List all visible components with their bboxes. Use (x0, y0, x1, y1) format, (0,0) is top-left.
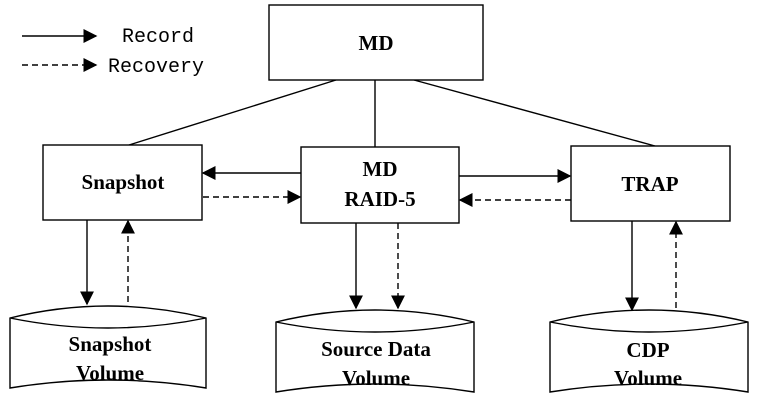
snapshot-node: Snapshot (42, 144, 203, 221)
md-label: MD (359, 31, 394, 55)
md-to-snapshot-line (128, 79, 337, 146)
legend-record-label: Record (122, 26, 194, 49)
horizontal-arrows (201, 166, 572, 207)
source-data-volume-label-line2: Volume (342, 366, 410, 390)
cdp-volume-node: CDP Volume (549, 309, 749, 393)
trap-node: TRAP (570, 145, 731, 222)
md-raid5-label-line2: RAID-5 (344, 187, 415, 211)
trap-label: TRAP (621, 172, 678, 196)
md-connectors (128, 79, 656, 147)
vertical-arrows (80, 219, 683, 312)
md-node: MD (268, 4, 484, 81)
snapshot-label: Snapshot (82, 170, 165, 194)
source-data-volume-node: Source Data Volume (275, 309, 475, 393)
legend: Record Recovery (22, 26, 204, 79)
legend-recovery-label: Recovery (108, 56, 204, 79)
snapshot-volume-label-line1: Snapshot (69, 332, 152, 356)
cdp-volume-label-line1: CDP (626, 338, 669, 362)
snapshot-volume-node: Snapshot Volume (9, 305, 207, 389)
source-data-volume-label-line1: Source Data (321, 337, 431, 361)
md-to-trap-line (413, 79, 656, 147)
snapshot-volume-label-line2: Volume (76, 361, 144, 385)
md-raid5-label-line1: MD (363, 157, 398, 181)
cdp-volume-label-line2: Volume (614, 366, 682, 390)
md-raid5-node: MD RAID-5 (300, 146, 460, 224)
